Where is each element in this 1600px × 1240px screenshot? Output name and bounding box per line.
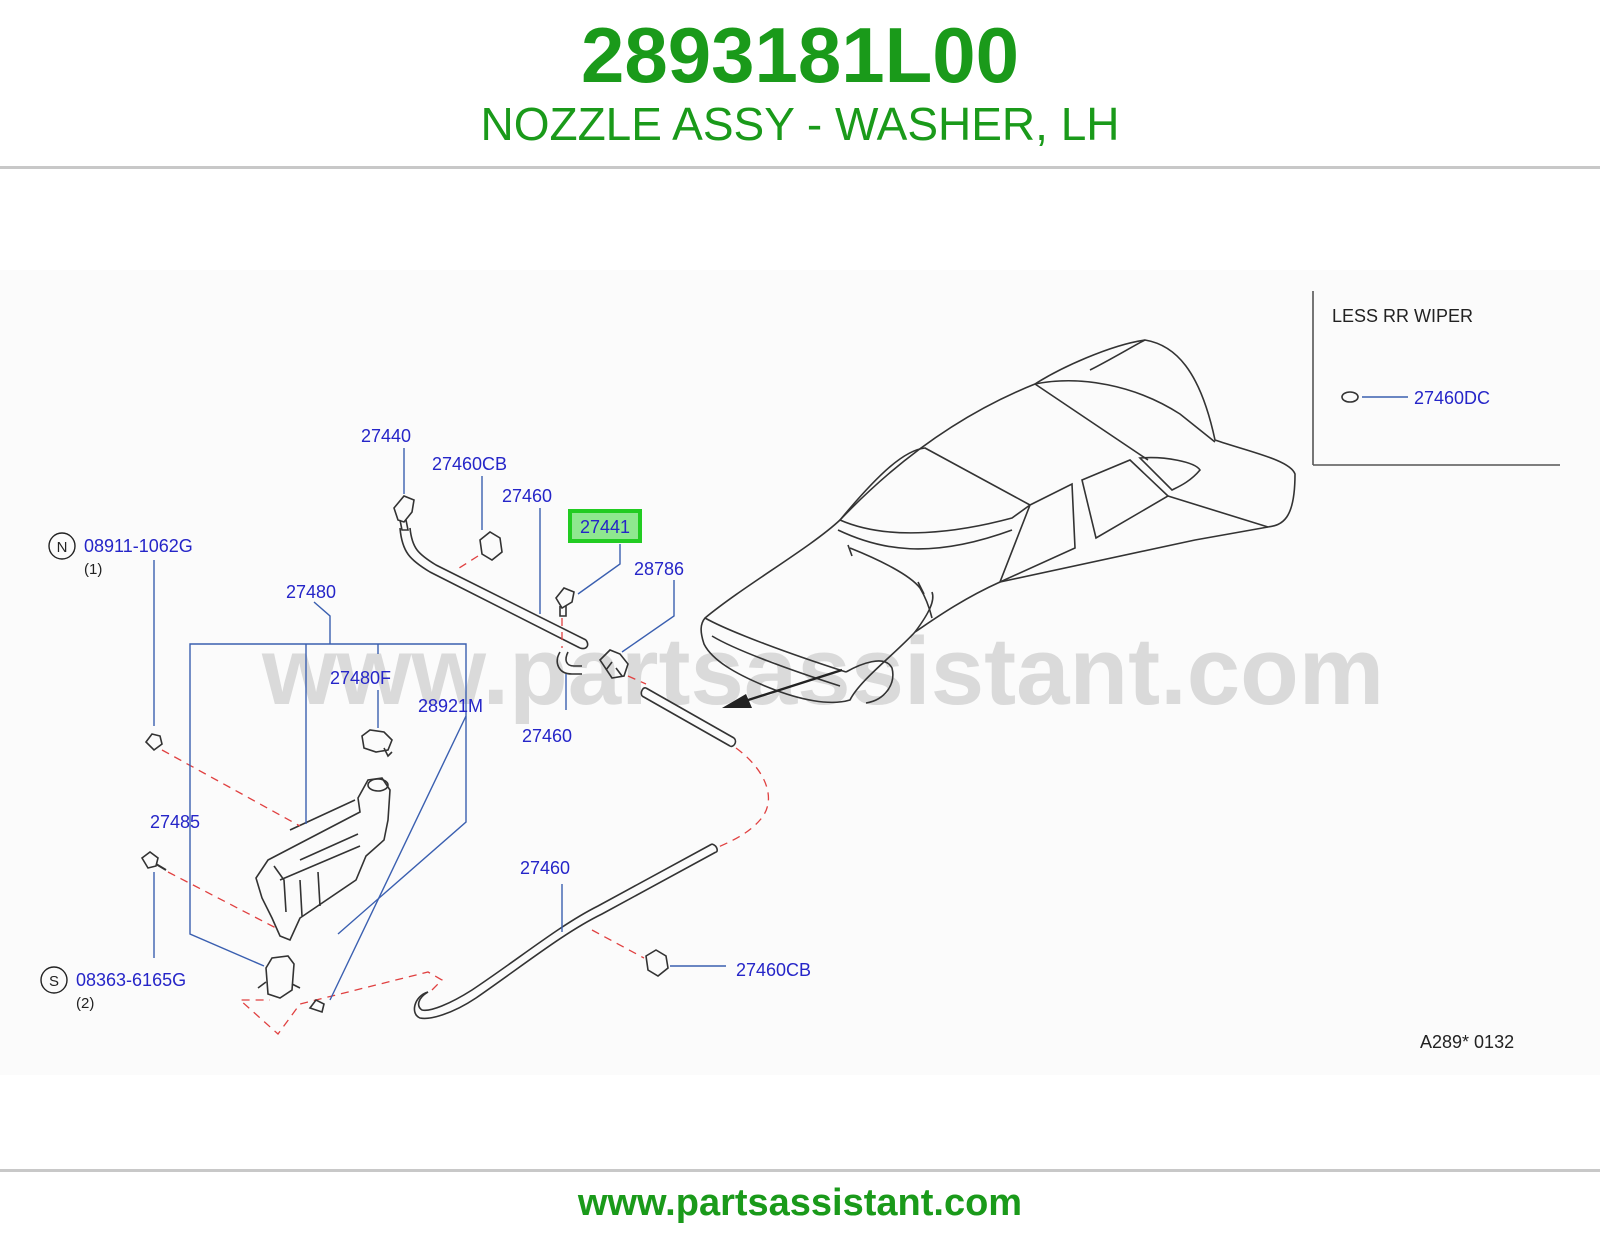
washer-pump-illustration — [257, 955, 325, 1014]
washer-tank-illustration — [255, 777, 391, 942]
clip-27460dc-shape — [1341, 391, 1359, 403]
symbol-n-circle — [48, 532, 76, 560]
grommet-28921m-shape — [308, 998, 325, 1014]
symbol-n: N — [57, 539, 68, 556]
screw-08363-shape — [140, 851, 159, 869]
callout-27460dc[interactable]: 27460DC — [1414, 388, 1490, 408]
callout-27460cb-low[interactable]: 27460CB — [736, 960, 811, 980]
callout-27460cb-top[interactable]: 27460CB — [432, 454, 507, 474]
connector-28786-shape — [598, 649, 629, 679]
nozzle-27441-shape — [555, 587, 575, 610]
footer-url[interactable]: www.partsassistant.com — [577, 1182, 1023, 1224]
callout-27480[interactable]: 27480 — [286, 582, 336, 602]
callout-08363-6165g[interactable]: 08363-6165G — [76, 970, 186, 990]
upper-hose-group — [393, 495, 647, 685]
cap-27480f-illustration — [361, 729, 393, 758]
callout-27460-mid[interactable]: 27460 — [522, 726, 572, 746]
leader-lines — [153, 448, 726, 1001]
diagram-code: A289* 0132 — [1420, 1032, 1514, 1052]
lower-hose-group — [238, 687, 770, 1035]
nut-08911-shape — [144, 733, 163, 752]
callout-27485[interactable]: 27485 — [150, 812, 200, 832]
inset-title: LESS RR WIPER — [1332, 306, 1473, 326]
highlight-box — [568, 509, 642, 543]
callout-labels: 27440 27460CB 27460 27441 28786 N 08911-… — [40, 426, 1514, 1052]
qty-08911: (1) — [84, 561, 102, 578]
clip-27460cb-low-shape — [645, 949, 669, 977]
callout-28786[interactable]: 28786 — [634, 559, 684, 579]
inset-box: LESS RR WIPER 27460DC — [1312, 291, 1560, 466]
symbol-s-circle — [40, 966, 68, 994]
symbol-s: S — [49, 973, 59, 990]
part-name: NOZZLE ASSY - WASHER, LH — [480, 98, 1120, 150]
fasteners-illustration — [140, 733, 301, 929]
front-arrow — [722, 668, 843, 708]
callout-08911-1062g[interactable]: 08911-1062G — [84, 536, 193, 556]
header-divider — [0, 166, 1600, 169]
callout-27480f[interactable]: 27480F — [330, 668, 391, 688]
callout-27440[interactable]: 27440 — [361, 426, 411, 446]
header: 2893181L00 NOZZLE ASSY - WASHER, LH — [0, 0, 1600, 170]
watermark: www.partsassistant.com — [261, 618, 1384, 725]
footer-divider — [0, 1169, 1600, 1172]
clip-27460cb-top-shape — [479, 531, 503, 561]
callout-27441[interactable]: 27441 — [580, 517, 630, 537]
qty-08363: (2) — [76, 995, 94, 1012]
part-number: 2893181L00 — [580, 11, 1020, 99]
callout-28921m[interactable]: 28921M — [418, 696, 483, 716]
nozzle-27440-shape — [393, 495, 415, 523]
callout-27460-low[interactable]: 27460 — [520, 858, 570, 878]
callout-27460-top[interactable]: 27460 — [502, 486, 552, 506]
